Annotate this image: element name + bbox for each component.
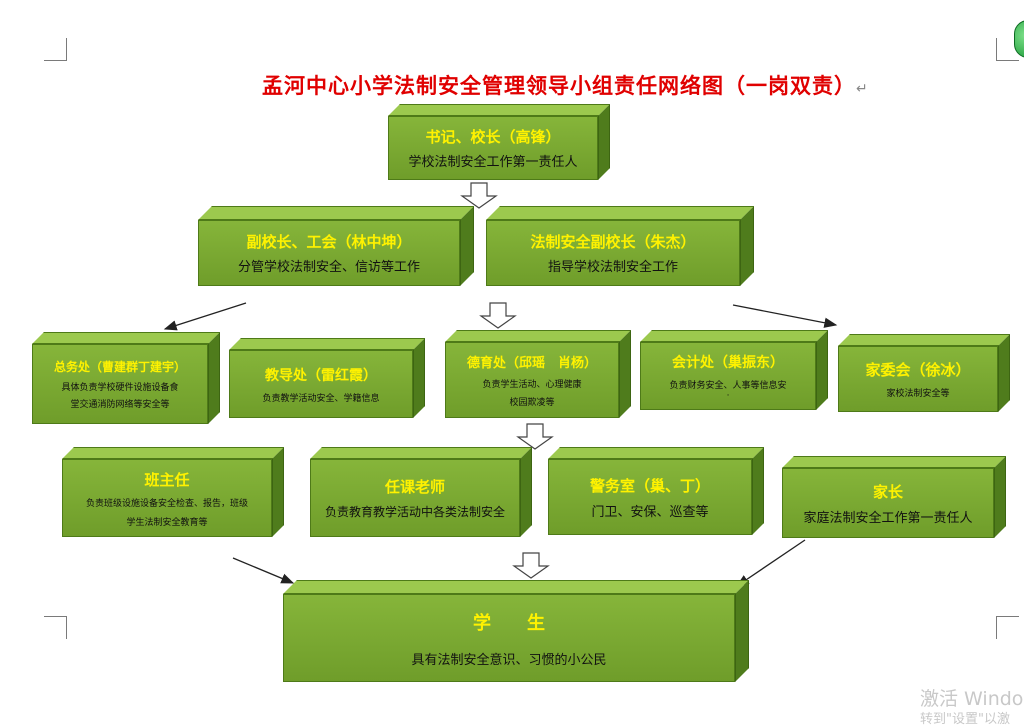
- node-vp-legal: 法制安全副校长（朱杰） 指导学校法制安全工作: [486, 206, 754, 286]
- node-general-affairs-desc1: 具体负责学校硬件设施设备食: [61, 383, 179, 393]
- node-moral-desc1: 负责学生活动、心理健康: [482, 380, 582, 390]
- node-students: 学 生 具有法制安全意识、习惯的小公民: [283, 580, 749, 682]
- node-principal: 书记、校长（高锋） 学校法制安全工作第一责任人: [388, 104, 610, 180]
- node-students-name: 学 生: [473, 612, 545, 634]
- activation-watermark: 激活 Windo: [920, 688, 1024, 710]
- node-parents-committee-desc1: 家校法制安全等: [886, 389, 950, 399]
- node-vp-legal-desc: 指导学校法制安全工作: [547, 260, 678, 275]
- node-general-affairs-desc2: 堂交通消防网络等安全等: [70, 400, 170, 410]
- node-accounting: 会计处（巢振东） 负责财务安全、人事等信息安 ·: [640, 330, 828, 410]
- arrow-parents-to-students: [735, 539, 806, 587]
- node-principal-desc: 学校法制安全工作第一责任人: [408, 155, 578, 170]
- node-accounting-desc1: 负责财务安全、人事等信息安: [669, 380, 787, 391]
- node-academic: 教导处（雷红霞） 负责教学活动安全、学籍信息: [229, 338, 425, 418]
- node-parents-name: 家长: [872, 482, 903, 501]
- node-moral-desc2: 校园欺凌等: [509, 398, 555, 408]
- node-police: 警务室（巢、丁） 门卫、安保、巡查等: [548, 447, 764, 535]
- node-general-affairs: 总务处（曹建群丁建宇） 具体负责学校硬件设施设备食 堂交通消防网络等安全等: [32, 332, 220, 424]
- node-subject-teacher: 任课老师 负责教育教学活动中各类法制安全: [310, 447, 532, 537]
- node-parents-committee-name: 家委会（徐冰）: [865, 361, 971, 379]
- node-academic-name: 教导处（雷红霞）: [265, 367, 377, 384]
- page-corner-top-right: [996, 38, 1019, 61]
- down-arrow-3: [516, 423, 554, 450]
- node-subject-teacher-desc1: 负责教育教学活动中各类法制安全: [324, 505, 505, 519]
- node-head-teacher-desc1: 负责班级设施设备安全检查、报告，班级: [85, 498, 248, 509]
- node-head-teacher: 班主任 负责班级设施设备安全检查、报告，班级 学生法制安全教育等: [62, 447, 284, 537]
- page-corner-bottom-left: [44, 616, 67, 639]
- node-moral: 德育处（邱瑶 肖杨） 负责学生活动、心理健康 校园欺凌等: [445, 330, 631, 418]
- node-vp-union: 副校长、工会（林中坤） 分管学校法制安全、信访等工作: [198, 206, 474, 286]
- arrow-to-general-affairs: [163, 302, 247, 331]
- arrow-head-teacher-to-students: [232, 557, 295, 584]
- down-arrow-4: [512, 552, 550, 579]
- node-principal-name: 书记、校长（高锋）: [425, 128, 561, 146]
- page-corner-top-left: [44, 38, 67, 61]
- diagram-title: 孟河中心小学法制安全管理领导小组责任网络图（一岗双责）↵: [262, 74, 869, 98]
- page-corner-bottom-right: [996, 616, 1019, 639]
- node-vp-union-name: 副校长、工会（林中坤）: [246, 233, 412, 251]
- node-moral-name: 德育处（邱瑶 肖杨）: [466, 356, 597, 371]
- node-general-affairs-name: 总务处（曹建群丁建宇）: [53, 360, 186, 374]
- down-arrow-2: [479, 302, 517, 329]
- node-head-teacher-name: 班主任: [144, 470, 190, 489]
- node-head-teacher-desc2: 学生法制安全教育等: [126, 517, 208, 528]
- node-subject-teacher-name: 任课老师: [384, 478, 445, 496]
- node-police-name: 警务室（巢、丁）: [589, 476, 710, 495]
- node-vp-legal-name: 法制安全副校长（朱杰）: [530, 233, 696, 251]
- node-police-desc1: 门卫、安保、巡查等: [591, 504, 709, 520]
- down-arrow-1: [460, 182, 498, 209]
- node-vp-union-desc: 分管学校法制安全、信访等工作: [237, 260, 420, 275]
- node-academic-desc1: 负责教学活动安全、学籍信息: [262, 393, 380, 404]
- node-accounting-name: 会计处（巢振东）: [672, 354, 784, 371]
- node-parents-desc1: 家庭法制安全工作第一责任人: [803, 510, 973, 526]
- node-parents: 家长 家庭法制安全工作第一责任人: [782, 456, 1006, 538]
- arrow-to-parents-committee: [732, 304, 838, 328]
- node-students-desc: 具有法制安全意识、习惯的小公民: [411, 652, 607, 668]
- activation-watermark-sub: 转到"设置"以激: [920, 712, 1010, 727]
- node-parents-committee: 家委会（徐冰） 家校法制安全等: [838, 334, 1010, 412]
- node-accounting-desc2: ·: [726, 390, 730, 401]
